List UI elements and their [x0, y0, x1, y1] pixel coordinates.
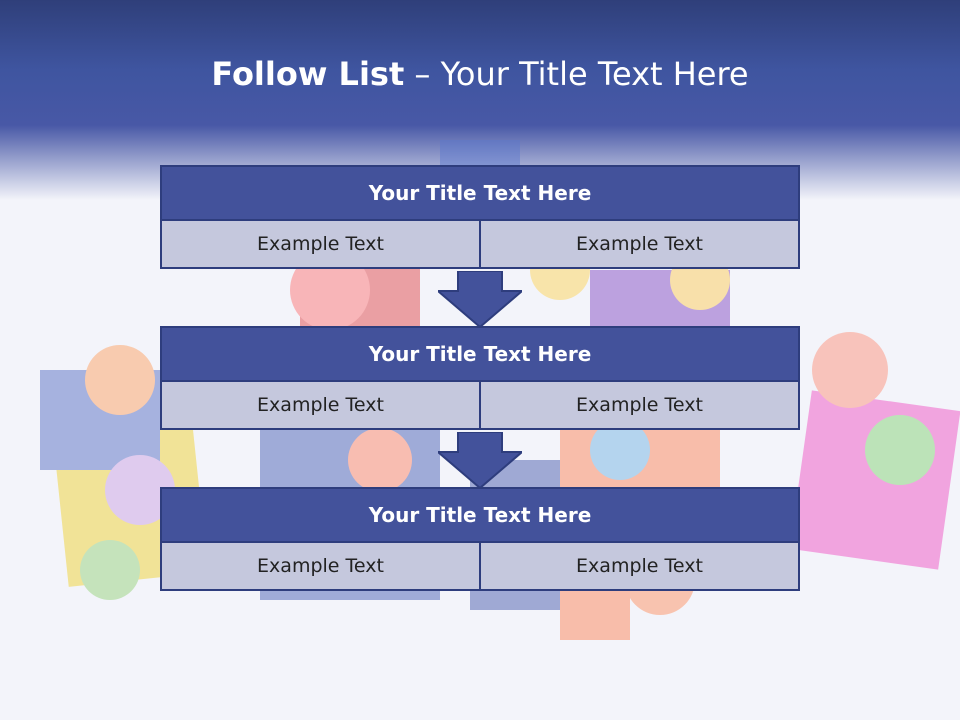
list-block-1: Your Title Text Here Example Text Exampl…: [160, 165, 800, 269]
down-arrow-icon: [438, 271, 522, 327]
block-row: Example Text Example Text: [160, 221, 800, 269]
list-block-2: Your Title Text Here Example Text Exampl…: [160, 326, 800, 430]
cell-right: Example Text: [481, 221, 800, 269]
cell-left: Example Text: [160, 543, 481, 591]
cell-right: Example Text: [481, 382, 800, 430]
slide-title-rest: – Your Title Text Here: [414, 55, 749, 93]
block-title: Your Title Text Here: [160, 487, 800, 543]
block-row: Example Text Example Text: [160, 382, 800, 430]
slide-title: Follow List – Your Title Text Here: [0, 55, 960, 93]
block-title: Your Title Text Here: [160, 165, 800, 221]
block-title: Your Title Text Here: [160, 326, 800, 382]
list-block-3: Your Title Text Here Example Text Exampl…: [160, 487, 800, 591]
cell-left: Example Text: [160, 382, 481, 430]
down-arrow-icon: [438, 432, 522, 488]
slide-title-bold: Follow List: [211, 55, 405, 93]
cell-right: Example Text: [481, 543, 800, 591]
block-row: Example Text Example Text: [160, 543, 800, 591]
cell-left: Example Text: [160, 221, 481, 269]
